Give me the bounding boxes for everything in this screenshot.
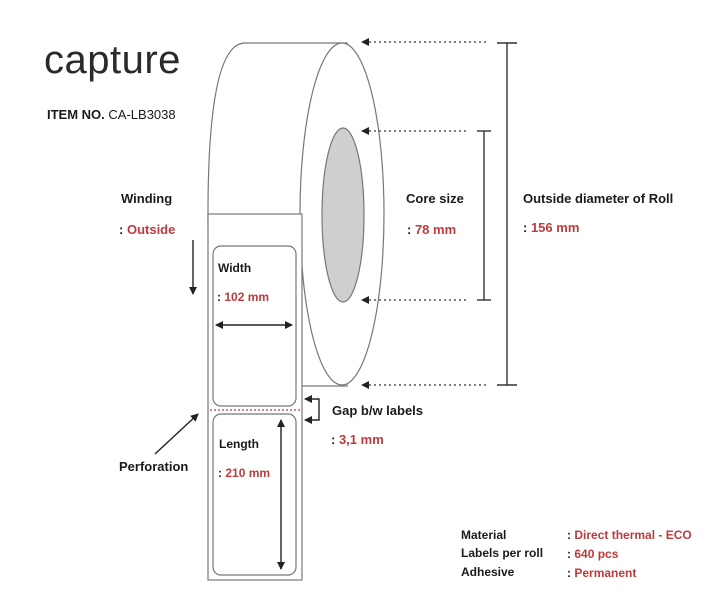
perforation-label: Perforation bbox=[119, 459, 189, 474]
brand-logo: capture bbox=[44, 38, 181, 82]
spec-labels-per-roll-label: Labels per roll bbox=[461, 546, 544, 560]
winding-value: : Outside bbox=[119, 222, 176, 237]
item-number-label: ITEM NO. bbox=[47, 107, 105, 122]
item-number-value: CA-LB3038 bbox=[108, 107, 176, 122]
label-bottom bbox=[212, 413, 297, 576]
perforation-arrow bbox=[154, 413, 199, 455]
gap-bracket bbox=[309, 398, 320, 421]
spec-material-value: : Direct thermal - ECO bbox=[567, 528, 692, 542]
outside-diameter-label: Outside diameter of Roll bbox=[523, 191, 674, 206]
core-size-value: : 78 mm bbox=[407, 222, 457, 237]
gap-value: : 3,1 mm bbox=[331, 432, 384, 447]
length-value: : 210 mm bbox=[218, 466, 271, 480]
roll-core bbox=[321, 127, 365, 303]
outside-diameter-value: : 156 mm bbox=[523, 220, 580, 235]
item-number: ITEM NO. CA-LB3038 bbox=[47, 107, 176, 122]
winding-label: Winding bbox=[121, 191, 173, 206]
spec-adhesive-label: Adhesive bbox=[461, 565, 515, 579]
core-size-label: Core size bbox=[406, 191, 464, 206]
gap-label: Gap b/w labels bbox=[332, 403, 424, 418]
width-value: : 102 mm bbox=[217, 290, 270, 304]
length-label: Length bbox=[219, 437, 259, 451]
width-label: Width bbox=[218, 261, 252, 275]
spec-labels-per-roll-value: : 640 pcs bbox=[567, 547, 619, 561]
spec-material-label: Material bbox=[461, 528, 507, 542]
spec-adhesive-value: : Permanent bbox=[567, 566, 637, 580]
